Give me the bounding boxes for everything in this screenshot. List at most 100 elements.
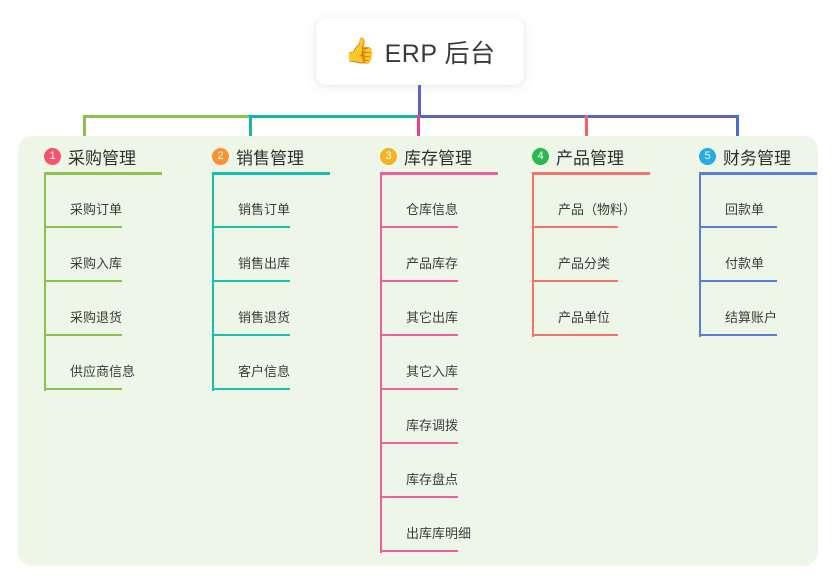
branch-badge-2: 2 <box>212 147 229 165</box>
branch-items-2: 销售订单销售出库销售退货客户信息 <box>186 175 330 391</box>
branch-header-5[interactable]: 5 财务管理 <box>673 140 817 172</box>
list-item-label: 供应商信息 <box>70 364 136 379</box>
branch-items-1: 采购订单采购入库采购退货供应商信息 <box>18 175 162 391</box>
list-item[interactable]: 销售出库 <box>186 229 330 283</box>
list-item-label: 结算账户 <box>725 310 778 325</box>
root-stem-connector <box>418 85 421 117</box>
drop-connector-1 <box>83 115 86 140</box>
list-item[interactable]: 其它出库 <box>354 283 498 337</box>
branch-title-5: 财务管理 <box>723 148 791 168</box>
list-item-underline <box>44 334 122 336</box>
list-item-underline <box>380 388 458 390</box>
root-node-title: ERP 后台 <box>384 39 496 68</box>
branch-column-5: 5 财务管理回款单付款单结算账户 <box>673 140 817 337</box>
drop-connector-4 <box>585 115 588 140</box>
list-item-underline <box>44 226 122 228</box>
branch-spine-4 <box>532 175 534 337</box>
list-item[interactable]: 产品（物料） <box>506 175 650 229</box>
list-item-label: 采购退货 <box>70 310 123 325</box>
list-item-underline <box>212 334 290 336</box>
branch-header-4[interactable]: 4 产品管理 <box>506 140 650 172</box>
branch-underline-5 <box>699 172 817 175</box>
list-item[interactable]: 销售退货 <box>186 283 330 337</box>
list-item-underline <box>380 334 458 336</box>
drop-connector-5 <box>736 115 739 140</box>
drop-connector-3 <box>417 115 420 140</box>
list-item-underline <box>532 334 618 336</box>
list-item-underline <box>699 280 777 282</box>
list-item-label: 仓库信息 <box>406 202 459 217</box>
list-item-label: 采购入库 <box>70 256 123 271</box>
list-item[interactable]: 库存盘点 <box>354 445 498 499</box>
branch-spine-1 <box>44 175 46 391</box>
root-node[interactable]: 👍 ERP 后台 <box>316 18 524 85</box>
list-item-underline <box>532 280 618 282</box>
list-item[interactable]: 仓库信息 <box>354 175 498 229</box>
list-item[interactable]: 其它入库 <box>354 337 498 391</box>
branch-spine-3 <box>380 175 382 553</box>
list-item-label: 其它入库 <box>406 364 459 379</box>
list-item-underline <box>380 550 458 552</box>
list-item-underline <box>380 496 458 498</box>
list-item[interactable]: 产品库存 <box>354 229 498 283</box>
branch-underline-1 <box>44 172 162 175</box>
branch-badge-4: 4 <box>532 147 549 165</box>
list-item[interactable]: 采购退货 <box>18 283 162 337</box>
list-item-label: 销售出库 <box>238 256 291 271</box>
drop-connector-2 <box>249 115 252 140</box>
branch-title-4: 产品管理 <box>556 148 624 168</box>
list-item-underline <box>44 280 122 282</box>
branch-column-4: 4 产品管理产品（物料） 产品分类产品单位 <box>506 140 650 337</box>
list-item-label: 产品库存 <box>406 256 459 271</box>
list-item[interactable]: 销售订单 <box>186 175 330 229</box>
list-item-label: 销售订单 <box>238 202 291 217</box>
list-item[interactable]: 结算账户 <box>673 283 817 337</box>
list-item-label: 回款单 <box>725 202 765 217</box>
branch-badge-1: 1 <box>44 147 61 165</box>
branch-header-1[interactable]: 1 采购管理 <box>18 140 162 172</box>
list-item-label: 客户信息 <box>238 364 291 379</box>
branch-items-4: 产品（物料） 产品分类产品单位 <box>506 175 650 337</box>
branch-underline-2 <box>212 172 330 175</box>
list-item-label: 出库库明细 <box>406 526 472 541</box>
branch-items-3: 仓库信息产品库存其它出库其它入库库存调拨库存盘点出库库明细 <box>354 175 498 553</box>
branch-underline-3 <box>380 172 498 175</box>
list-item-underline <box>212 280 290 282</box>
list-item-underline <box>380 226 458 228</box>
list-item[interactable]: 采购订单 <box>18 175 162 229</box>
branch-column-2: 2 销售管理销售订单销售出库销售退货客户信息 <box>186 140 330 391</box>
list-item[interactable]: 产品单位 <box>506 283 650 337</box>
branch-spine-5 <box>699 175 701 337</box>
list-item[interactable]: 出库库明细 <box>354 499 498 553</box>
list-item[interactable]: 客户信息 <box>186 337 330 391</box>
branch-items-5: 回款单付款单结算账户 <box>673 175 817 337</box>
list-item-underline <box>699 334 777 336</box>
list-item-label: 库存盘点 <box>406 472 459 487</box>
connector-segment-teal <box>249 115 419 118</box>
list-item-label: 产品分类 <box>558 256 611 271</box>
list-item-underline <box>212 226 290 228</box>
list-item[interactable]: 库存调拨 <box>354 391 498 445</box>
branch-spine-2 <box>212 175 214 391</box>
branch-title-2: 销售管理 <box>236 148 304 168</box>
list-item-label: 采购订单 <box>70 202 123 217</box>
branch-title-1: 采购管理 <box>68 148 136 168</box>
list-item-label: 产品（物料） <box>558 202 637 217</box>
list-item-underline <box>44 388 122 390</box>
list-item[interactable]: 产品分类 <box>506 229 650 283</box>
branch-column-1: 1 采购管理采购订单采购入库采购退货供应商信息 <box>18 140 162 391</box>
list-item[interactable]: 供应商信息 <box>18 337 162 391</box>
branch-badge-5: 5 <box>699 147 716 165</box>
list-item-label: 付款单 <box>725 256 765 271</box>
list-item-label: 其它出库 <box>406 310 459 325</box>
list-item[interactable]: 付款单 <box>673 229 817 283</box>
list-item[interactable]: 回款单 <box>673 175 817 229</box>
list-item[interactable]: 采购入库 <box>18 229 162 283</box>
branch-header-2[interactable]: 2 销售管理 <box>186 140 330 172</box>
list-item-underline <box>699 226 777 228</box>
list-item-underline <box>212 388 290 390</box>
branches-panel <box>18 136 818 566</box>
